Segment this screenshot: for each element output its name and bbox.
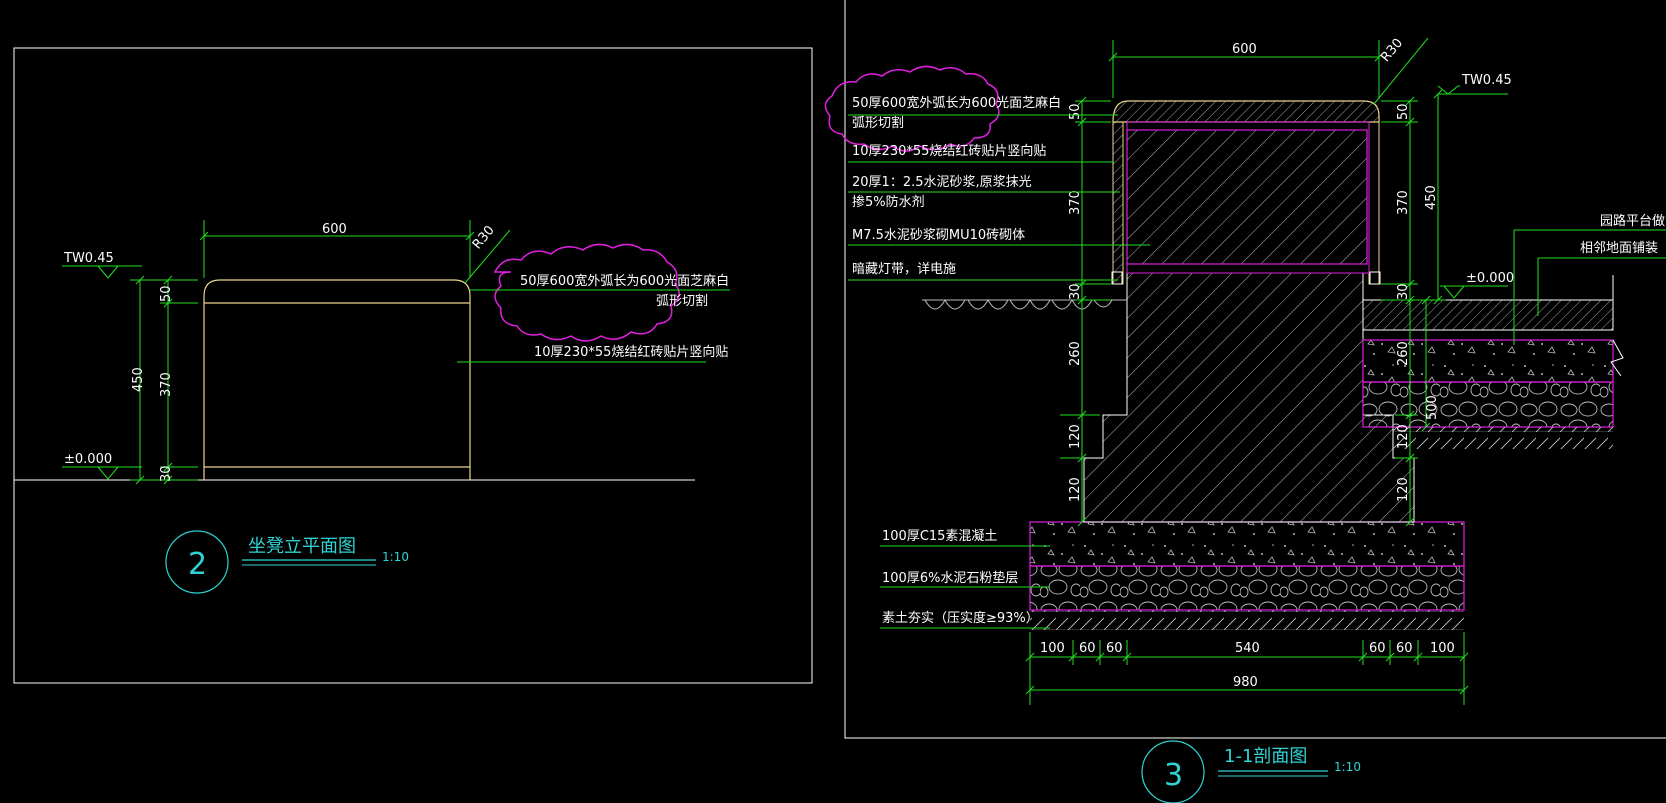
elev-note-2: 弧形切割 [656,293,708,309]
elevation-view: 600 R30 50 370 30 450 TW0.45 [13,47,813,684]
elev-radius-label: R30 [470,223,498,252]
sec-dim-500: 500 [1425,395,1440,420]
sec-revision-cloud [824,65,1000,152]
section-frame [844,0,1666,739]
sec-note-1: 50厚600宽外弧长为600光面芝麻白 [852,95,1061,111]
sec-dim-left-5: 120 [1068,424,1083,449]
seat-outline [203,279,471,480]
sec-dim-right-5: 120 [1396,424,1411,449]
sec-dim-right-3: 30 [1396,283,1411,300]
elev-dim-total: 450 [131,367,146,392]
section-brick-right [1368,121,1380,285]
sec-dim-bottom-5: 60 [1369,641,1386,656]
right-concrete [1362,339,1614,383]
right-soil [1393,427,1613,449]
sec-note-7: 暗藏灯带，详电施 [852,262,956,277]
sec-dim-right-1: 50 [1396,103,1411,120]
elev-scale: 1:10 [382,550,409,564]
elev-level-ground: ±0.000 [64,452,112,467]
sec-note-5: 掺5%防水剂 [852,194,925,210]
elev-dim-v2: 370 [159,372,174,397]
elev-revision-cloud [493,243,680,342]
sec-title: 1-1剖面图 [1224,746,1307,767]
sec-dim-width: 600 [1232,42,1257,57]
section-brick-left [1112,121,1124,285]
sec-note-bottom-1: 100厚C15素混凝土 [882,528,997,544]
left-ground [922,298,1127,310]
layer-soil [1030,610,1464,632]
sec-dim-bottom-4: 540 [1235,641,1260,656]
elev-title-number: 2 [188,547,207,582]
right-paving [1362,299,1614,331]
sec-title-number: 3 [1164,758,1183,793]
sec-note-right-1: 园路平台做法 [1600,213,1666,229]
sec-dim-left-1: 50 [1068,103,1083,120]
sec-dim-bottom-total: 980 [1233,675,1258,690]
sec-dim-right-2: 370 [1396,190,1411,215]
elevation-frame [13,47,813,684]
elev-dim-v3: 30 [159,465,174,482]
layer-gravel-frame [1029,565,1465,611]
sec-dim-total: 450 [1424,185,1439,210]
sec-dim-right-6: 120 [1396,477,1411,502]
section-seat-cap [1112,100,1380,123]
sec-dim-left-6: 120 [1068,477,1083,502]
elev-note-1: 50厚600宽外弧长为600光面芝麻白 [520,273,729,289]
sec-dim-left-3: 30 [1068,283,1083,300]
section-core-outline [1126,121,1370,274]
sec-level-ground: ±0.000 [1466,271,1514,286]
sec-dim-bottom-3: 60 [1106,641,1123,656]
sec-dim-left-2: 370 [1068,190,1083,215]
elev-title: 坐凳立平面图 [248,536,356,557]
layer-gravel [1030,566,1464,610]
sec-note-2: 弧形切割 [852,115,904,131]
sec-dim-bottom-6: 60 [1396,641,1413,656]
sec-dim-bottom-2: 60 [1079,641,1096,656]
sec-note-6: M7.5水泥砂浆砌MU10砖砌体 [852,228,1025,243]
section-view: 600 R30 50 370 30 260 120 120 [824,0,1666,803]
elev-title-circle [165,530,229,594]
sec-level-top: TW0.45 [1461,73,1512,88]
elev-note-3: 10厚230*55烧结红砖贴片竖向贴 [534,344,728,360]
sec-note-3: 10厚230*55烧结红砖贴片竖向贴 [852,143,1046,159]
sec-dim-bottom-7: 100 [1430,641,1455,656]
sec-dim-bottom-1: 100 [1040,641,1065,656]
section-light-slot-left [1111,271,1123,285]
section-light-slot-right [1369,271,1381,285]
sec-note-4: 20厚1：2.5水泥砂浆,原浆抹光 [852,175,1032,190]
sec-dim-left-4: 260 [1068,341,1083,366]
section-seat-core [1126,129,1368,265]
sec-scale: 1:10 [1334,760,1361,774]
sec-note-right-2: 相邻地面铺装 [1580,241,1658,256]
sec-note-bottom-3: 素土夯实（压实度≥93%） [882,610,1039,626]
sec-title-circle [1141,740,1205,803]
right-gravel [1362,381,1614,428]
sec-dim-right-4: 260 [1396,341,1411,366]
elev-dim-v1: 50 [159,285,174,302]
sec-radius-label: R30 [1378,36,1406,65]
elev-dim-width: 600 [322,222,347,237]
layer-concrete [1029,521,1465,567]
elev-level-top: TW0.45 [63,251,114,266]
sec-note-bottom-2: 100厚6%水泥石粉垫层 [882,570,1018,586]
